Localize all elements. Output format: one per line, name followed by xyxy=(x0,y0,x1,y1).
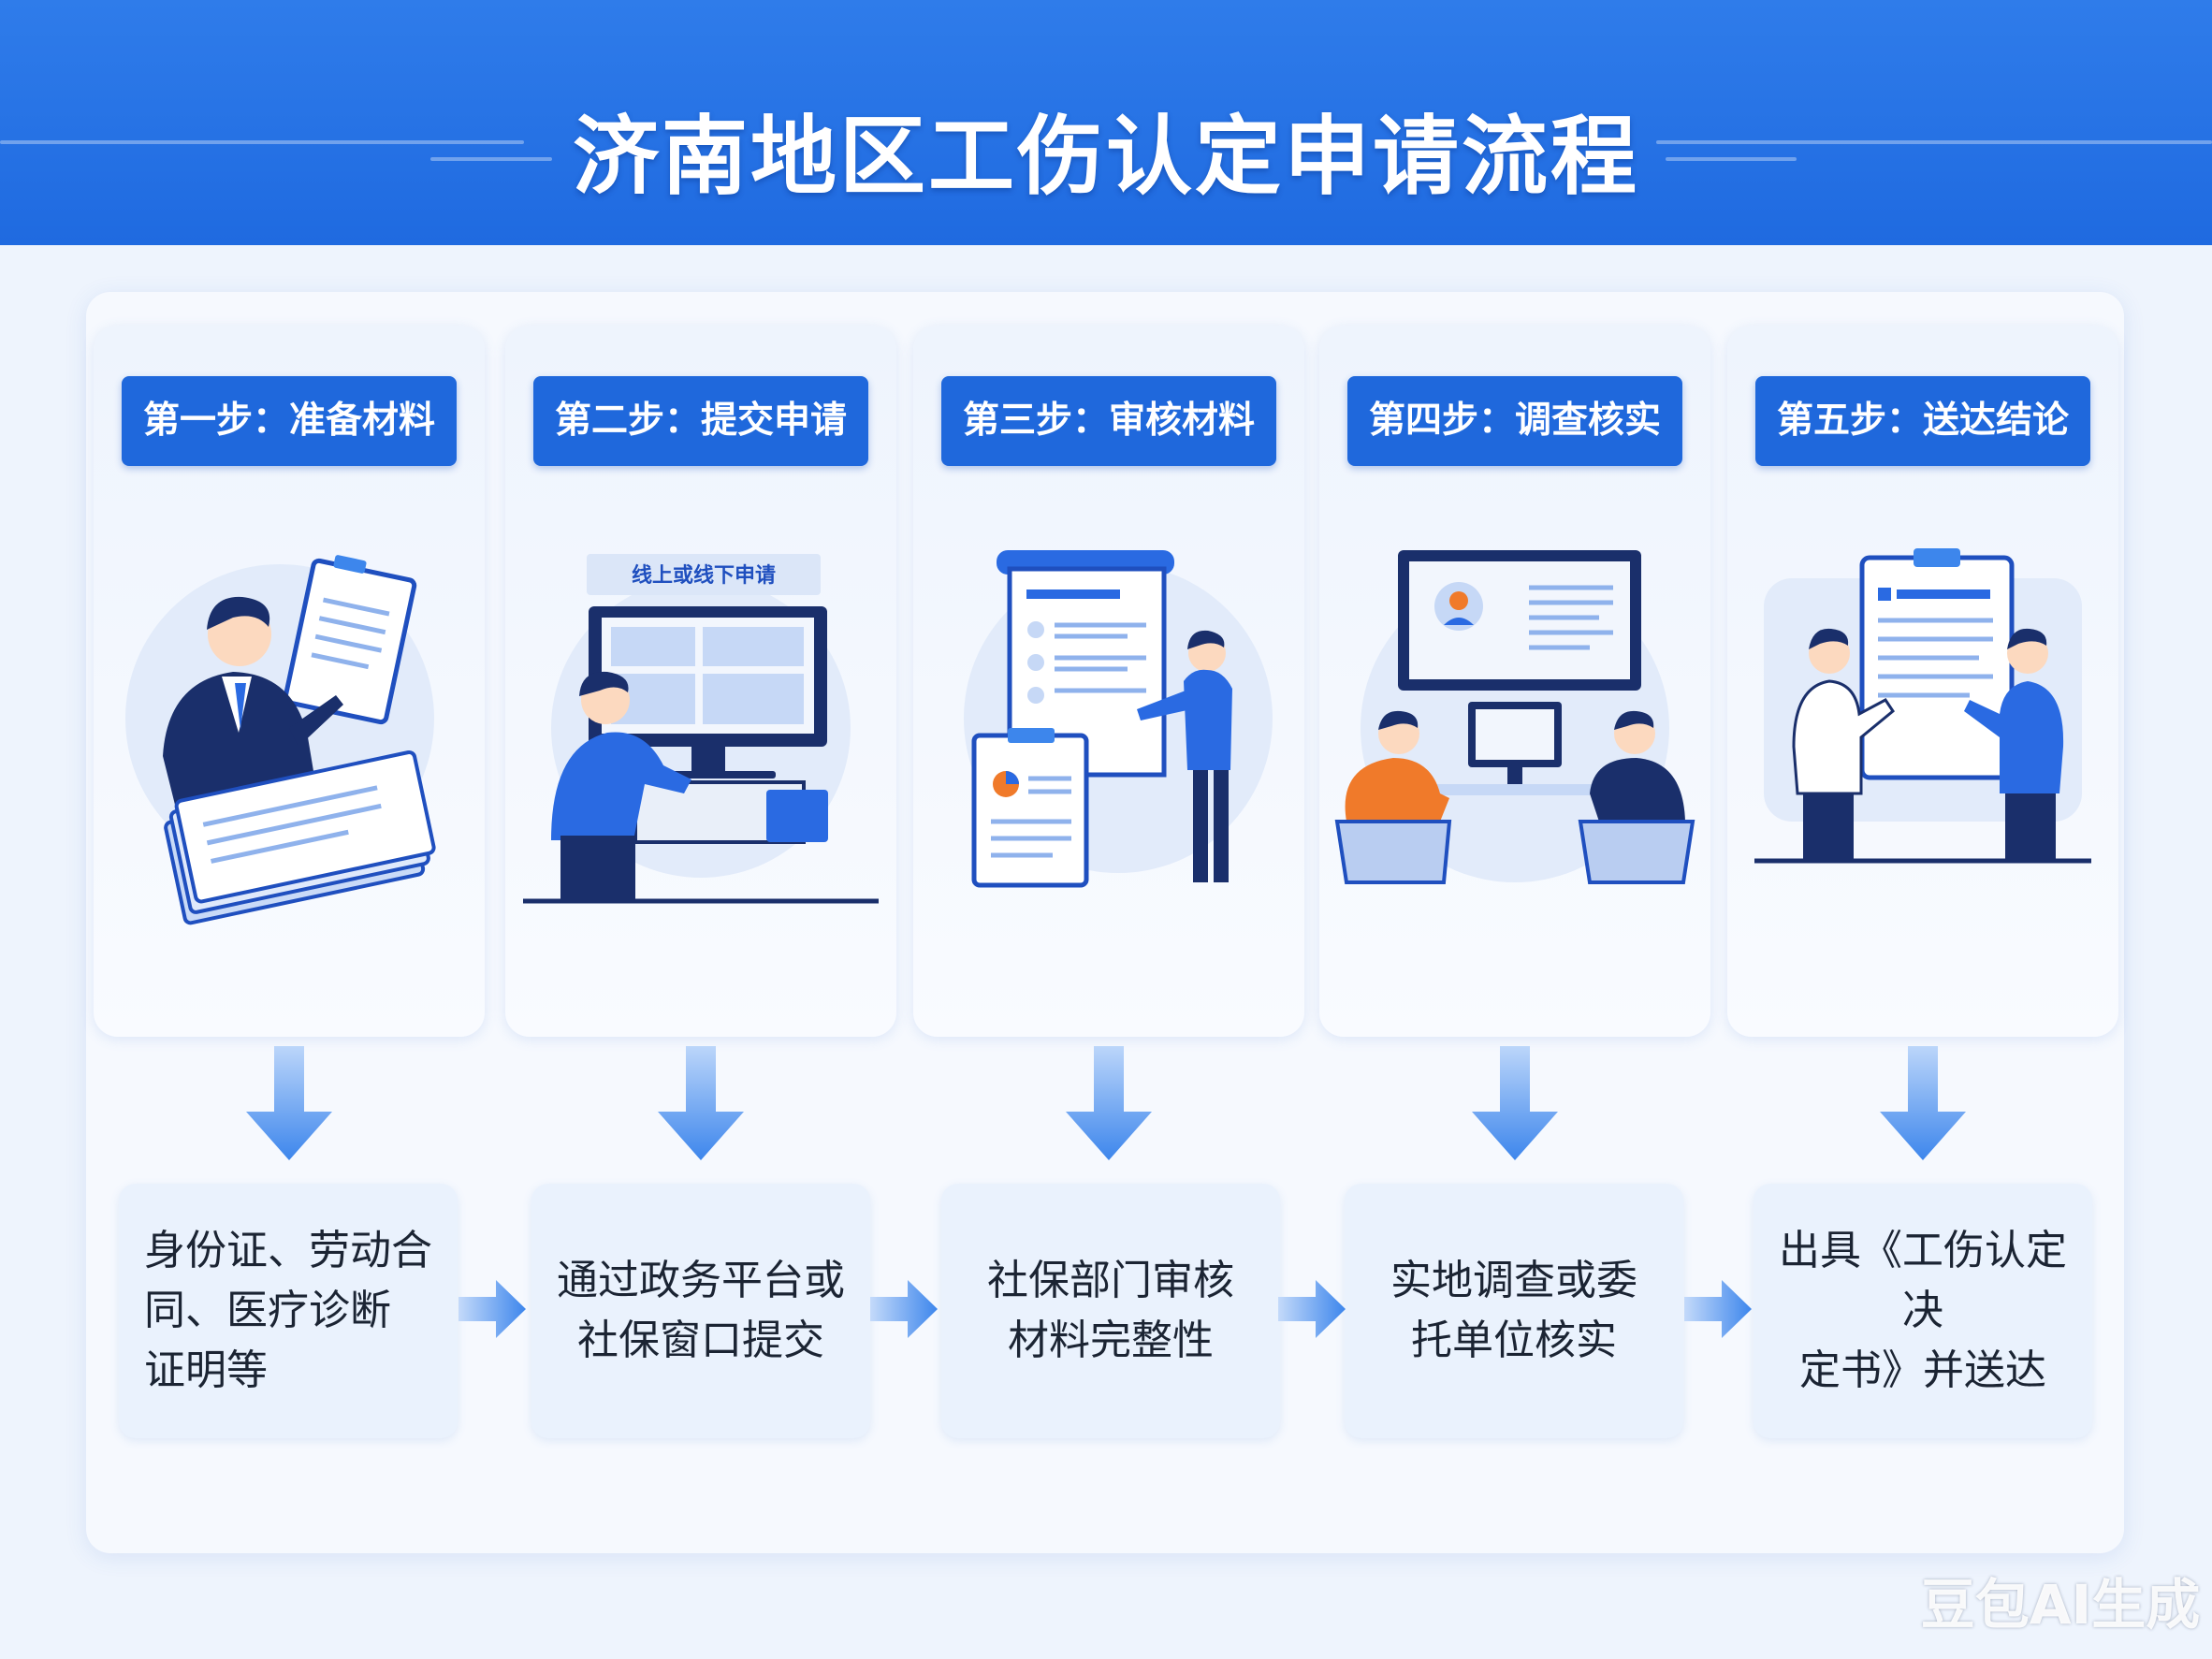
step-description-text-5: 出具《工伤认定决 定书》并送达 xyxy=(1779,1227,2067,1394)
down-arrow-icon xyxy=(1472,1046,1558,1160)
right-arrow-icon xyxy=(458,1280,526,1338)
header-banner: 济南地区工伤认定申请流程 xyxy=(0,0,2212,245)
step-card-3: 第三步：审核材料 xyxy=(913,326,1304,1037)
step-badge-5: 第五步：送达结论 xyxy=(1755,376,2090,466)
header-deco-line xyxy=(430,157,552,161)
header-deco-line xyxy=(0,140,524,144)
step-description-text-3: 社保部门审核 材料完整性 xyxy=(987,1257,1234,1364)
down-arrow-icon xyxy=(1880,1046,1966,1160)
page-title: 济南地区工伤认定申请流程 xyxy=(572,107,1639,207)
right-arrow-icon xyxy=(870,1280,938,1338)
step-description-2: 通过政务平台或 社保窗口提交 xyxy=(531,1184,870,1438)
step-description-text-1: 身份证、劳动合 同、医疗诊断 证明等 xyxy=(144,1227,432,1394)
step-badge-3: 第三步：审核材料 xyxy=(941,376,1276,466)
header-deco-line xyxy=(1666,157,1797,161)
step-description-text-4: 实地调查或委 托单位核实 xyxy=(1390,1257,1637,1364)
step-card-4: 第四步：调查核实 xyxy=(1319,326,1710,1037)
submit-application-illustration: 线上或线下申请 xyxy=(523,554,879,904)
deliver-conclusion-illustration xyxy=(1754,548,2091,864)
step-badge-1: 第一步：准备材料 xyxy=(122,376,457,466)
online-offline-label: 线上或线下申请 xyxy=(632,563,776,588)
step-badge-4: 第四步：调查核实 xyxy=(1347,376,1682,466)
down-arrow-icon xyxy=(658,1046,744,1160)
step-card-2: 第二步：提交申请 线上或线下申请 xyxy=(505,326,896,1037)
step-description-1: 身份证、劳动合 同、医疗诊断 证明等 xyxy=(119,1184,458,1438)
prepare-materials-illustration xyxy=(125,555,436,925)
step-card-5: 第五步：送达结论 xyxy=(1727,326,2118,1037)
right-arrow-icon xyxy=(1684,1280,1752,1338)
step-card-1: 第一步：准备材料 xyxy=(94,326,485,1037)
down-arrow-icon xyxy=(246,1046,332,1160)
ai-watermark: 豆包AI生成 xyxy=(1920,1573,2201,1637)
right-arrow-icon xyxy=(1278,1280,1346,1338)
step-description-3: 社保部门审核 材料完整性 xyxy=(941,1184,1280,1438)
step-description-text-2: 通过政务平台或 社保窗口提交 xyxy=(557,1257,845,1364)
step-badge-2: 第二步：提交申请 xyxy=(533,376,868,466)
header-deco-line xyxy=(1656,140,2212,144)
step-description-5: 出具《工伤认定决 定书》并送达 xyxy=(1754,1184,2092,1438)
investigate-verify-illustration xyxy=(1334,550,1695,884)
review-materials-illustration xyxy=(964,550,1273,888)
down-arrow-icon xyxy=(1066,1046,1152,1160)
step-description-4: 实地调查或委 托单位核实 xyxy=(1345,1184,1683,1438)
